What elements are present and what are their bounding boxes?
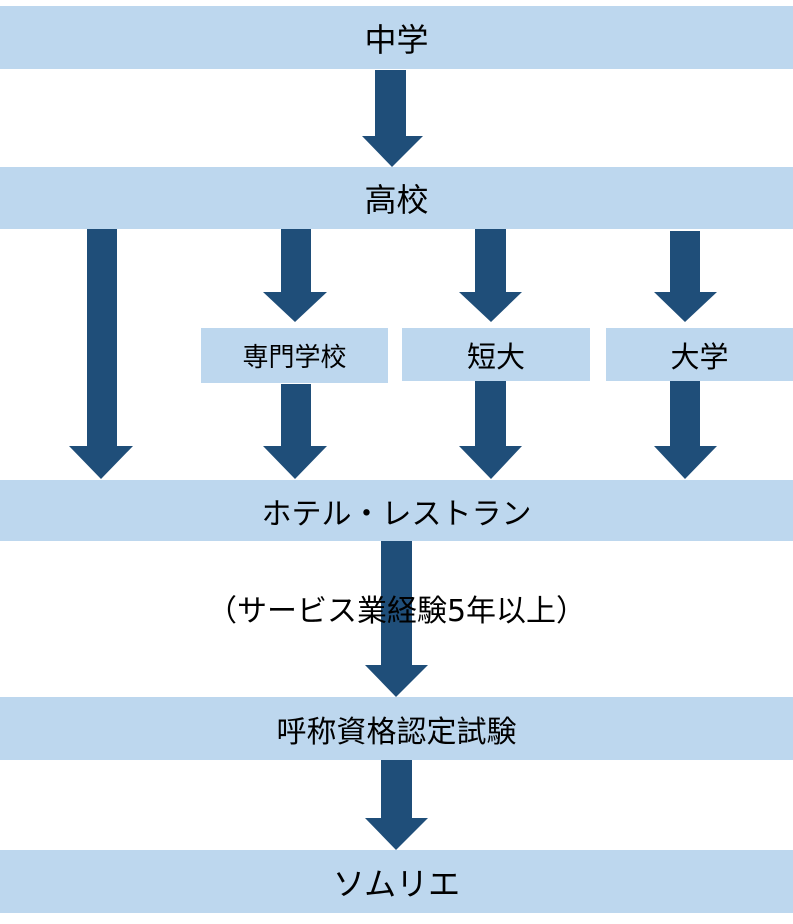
node-hotel-restaurant: ホテル・レストラン	[0, 480, 793, 541]
arrow-vocational-to-hotel	[263, 384, 327, 479]
node-certification-exam: 呼称資格認定試験	[0, 697, 793, 760]
node-label: 専門学校	[242, 343, 347, 373]
arrow-high-school-to-junior-college	[459, 229, 522, 322]
node-sommelier: ソムリエ	[0, 850, 793, 913]
arrow-junior-college-to-hotel	[459, 381, 522, 479]
arrow-high-school-to-hotel	[69, 229, 133, 479]
node-label: 短大	[466, 339, 525, 374]
node-vocational-school: 専門学校	[201, 328, 388, 383]
node-university: 大学	[606, 328, 793, 381]
arrow-exam-to-sommelier	[365, 760, 428, 850]
experience-requirement-label: （サービス業経験5年以上）	[206, 594, 587, 629]
node-label: ソムリエ	[332, 864, 461, 903]
arrow-university-to-hotel	[654, 381, 717, 479]
arrow-high-school-to-vocational	[263, 227, 327, 322]
arrow-high-school-to-university	[654, 231, 717, 322]
node-label: 高校	[364, 181, 429, 219]
node-high-school: 高校	[0, 167, 793, 229]
node-junior-high: 中学	[0, 6, 793, 69]
node-label: ホテル・レストラン	[261, 496, 532, 532]
node-label: 大学	[670, 339, 729, 374]
arrow-hotel-to-exam	[365, 541, 428, 697]
node-label: 呼称資格認定試験	[276, 714, 517, 750]
node-label: 中学	[364, 20, 429, 59]
arrow-junior-high-to-high-school	[362, 70, 423, 167]
node-junior-college: 短大	[402, 328, 590, 381]
